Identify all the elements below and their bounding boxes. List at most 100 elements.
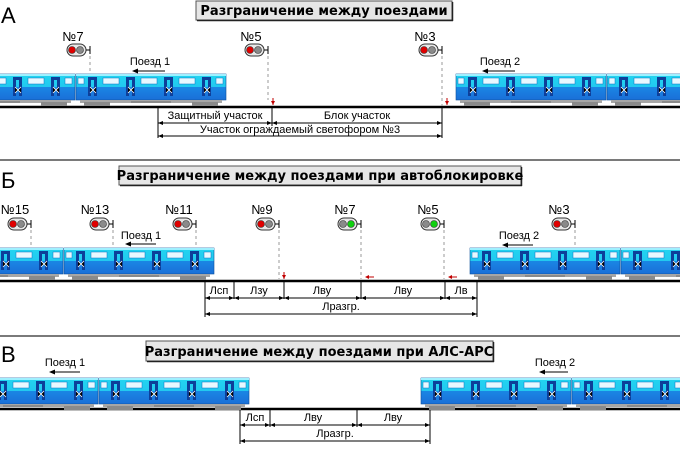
train-2: Поезд 2 bbox=[469, 230, 680, 281]
signal-9: №9 bbox=[251, 202, 286, 279]
train-car bbox=[75, 73, 227, 107]
joint-marker-icon bbox=[271, 98, 275, 105]
train-2: Поезд 2 bbox=[420, 357, 680, 411]
train-car bbox=[606, 73, 680, 107]
signal-light-icon bbox=[420, 46, 428, 54]
signal-3: №3 bbox=[548, 202, 576, 247]
train-label: Поезд 1 bbox=[130, 56, 170, 68]
signal-label: №5 bbox=[417, 202, 438, 217]
train-car bbox=[455, 73, 607, 107]
signal-light-icon bbox=[428, 46, 436, 54]
section-title: Разграничение между поездами при АЛС-АРС bbox=[145, 345, 494, 360]
direction-arrow-icon bbox=[539, 369, 568, 375]
section-title: Разграничение между поездами при автобло… bbox=[117, 169, 524, 184]
signal-light-icon bbox=[91, 220, 99, 228]
direction-arrow-icon bbox=[132, 68, 165, 74]
signal-13: №13 bbox=[81, 202, 114, 247]
train-2: Поезд 2 bbox=[455, 56, 680, 107]
dimension-label: Лв bbox=[454, 285, 467, 297]
section-letter: В bbox=[1, 342, 16, 367]
section-title-box: Разграничение между поездами при автобло… bbox=[117, 165, 524, 187]
section-b: Б Разграничение между поездами при автоб… bbox=[0, 165, 680, 317]
signal-light-icon bbox=[76, 46, 84, 54]
signal-light-icon bbox=[17, 220, 25, 228]
joint-marker-icon bbox=[445, 98, 449, 105]
dimension-label: Защитный участок bbox=[168, 110, 263, 122]
signal-light-icon bbox=[347, 220, 355, 228]
dimension-label: Лву bbox=[394, 285, 413, 297]
signal-light-icon bbox=[68, 46, 76, 54]
train-car bbox=[420, 377, 572, 411]
train-car bbox=[571, 377, 680, 411]
direction-arrow-icon bbox=[49, 369, 80, 375]
train-car bbox=[620, 247, 680, 281]
dimension-label: Лзу bbox=[250, 285, 268, 297]
signal-light-icon bbox=[174, 220, 182, 228]
train-label: Поезд 2 bbox=[480, 56, 520, 68]
signal-light-icon bbox=[265, 220, 273, 228]
direction-arrow-icon bbox=[482, 68, 515, 74]
dimension-lines bbox=[157, 108, 443, 138]
direction-arrow-icon bbox=[125, 241, 156, 247]
train-1: Поезд 1 bbox=[0, 230, 215, 281]
signal-label: №3 bbox=[414, 29, 435, 44]
train-1: Поезд 1 bbox=[0, 56, 227, 107]
section-v: В Разграничение между поездами при АЛС-А… bbox=[0, 340, 680, 444]
dimension-lines bbox=[239, 410, 431, 444]
signal-7: №7 bbox=[334, 202, 374, 279]
signal-light-icon bbox=[561, 220, 569, 228]
dimension-label: Лсп bbox=[210, 285, 229, 297]
signal-15: №15 bbox=[1, 202, 32, 247]
joint-marker-icon bbox=[448, 275, 457, 279]
train-car bbox=[63, 247, 215, 281]
train-label: Поезд 2 bbox=[499, 230, 539, 242]
signal-5: №5 bbox=[417, 202, 457, 279]
signal-light-icon bbox=[99, 220, 107, 228]
train-1: Поезд 1 bbox=[0, 357, 250, 411]
section-title-box: Разграничение между поездами bbox=[195, 0, 454, 22]
signal-light-icon bbox=[430, 220, 438, 228]
signal-label: №7 bbox=[62, 29, 83, 44]
dimension-label: Лву bbox=[304, 412, 323, 424]
signal-light-icon bbox=[553, 220, 561, 228]
dimension-label: Лву bbox=[313, 285, 332, 297]
signal-light-icon bbox=[254, 46, 262, 54]
signal-label: №13 bbox=[81, 202, 109, 217]
signal-light-icon bbox=[246, 46, 254, 54]
dimension-label: Лву bbox=[384, 412, 403, 424]
dimension-label: Блок участок bbox=[324, 110, 391, 122]
signal-label: №3 bbox=[548, 202, 569, 217]
signal-5: №5 bbox=[240, 29, 275, 105]
dimension-lines bbox=[204, 282, 478, 317]
section-letter: А bbox=[1, 3, 16, 28]
signal-light-icon bbox=[422, 220, 430, 228]
dimension-label: Лразгр. bbox=[316, 428, 354, 440]
train-label: Поезд 1 bbox=[45, 357, 85, 369]
train-label: Поезд 1 bbox=[121, 230, 161, 242]
section-title-box: Разграничение между поездами при АЛС-АРС bbox=[145, 340, 495, 363]
signal-light-icon bbox=[257, 220, 265, 228]
signal-7: №7 bbox=[62, 29, 91, 73]
signal-label: №7 bbox=[334, 202, 355, 217]
dimension-label: Участок ограждаемый светофором №3 bbox=[200, 124, 400, 136]
signal-light-icon bbox=[182, 220, 190, 228]
train-car bbox=[0, 73, 76, 107]
direction-arrow-icon bbox=[502, 242, 533, 248]
section-letter: Б bbox=[1, 168, 15, 193]
dimension-label: Лсп bbox=[246, 412, 265, 424]
joint-marker-icon bbox=[365, 275, 374, 279]
train-label: Поезд 2 bbox=[535, 357, 575, 369]
train-car bbox=[0, 377, 99, 411]
signal-label: №9 bbox=[251, 202, 272, 217]
signal-light-icon bbox=[339, 220, 347, 228]
signal-light-icon bbox=[9, 220, 17, 228]
train-car bbox=[469, 247, 621, 281]
signal-label: №5 bbox=[240, 29, 261, 44]
signal-label: №15 bbox=[1, 202, 29, 217]
signal-3: №3 bbox=[414, 29, 449, 106]
section-a: А Разграничение между поездами Поезд 1 П… bbox=[0, 0, 680, 138]
joint-marker-icon bbox=[282, 272, 286, 279]
dimension-label: Лразгр. bbox=[322, 301, 360, 313]
section-title: Разграничение между поездами bbox=[200, 4, 447, 19]
